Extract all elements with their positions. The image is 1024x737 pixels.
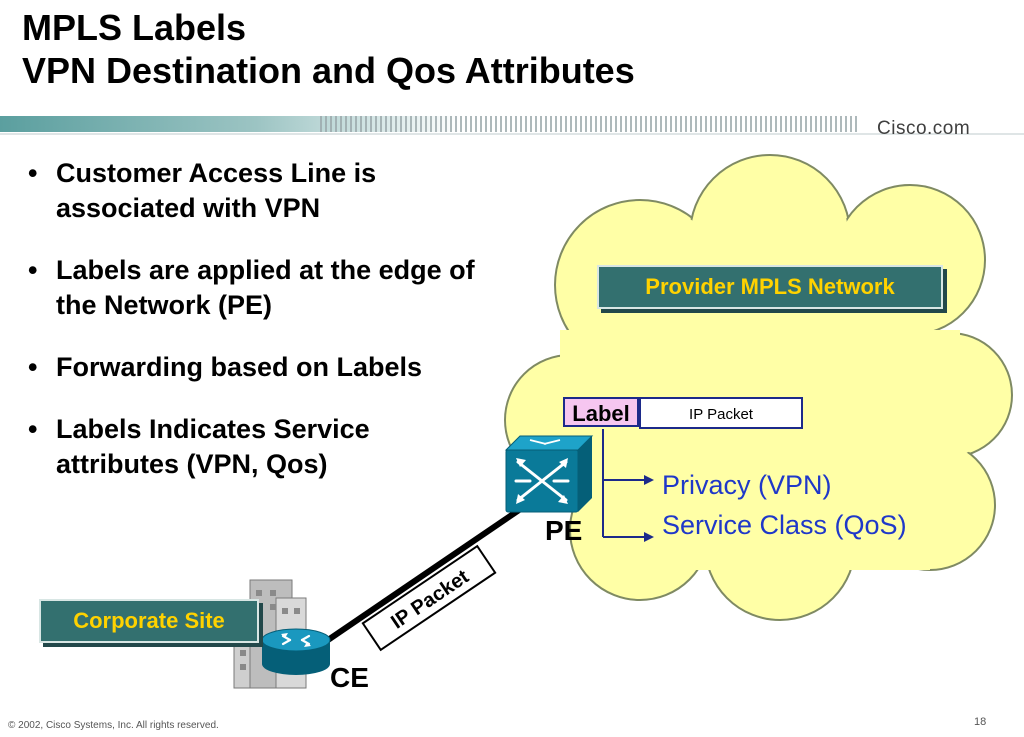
packet-label-field: Label: [563, 397, 639, 427]
title-line-1: MPLS Labels: [22, 7, 247, 48]
packet-payload: IP Packet: [639, 397, 803, 429]
bullet-item: • Labels Indicates Service attributes (VP…: [22, 412, 492, 482]
bullet-text: Forwarding based on Labels: [56, 352, 423, 382]
bullet-item: • Customer Access Line is associated with…: [22, 156, 492, 226]
switch-icon: [504, 435, 594, 513]
bullet-text: Labels Indicates Service attributes (VPN…: [56, 414, 370, 479]
bullet-text: Customer Access Line is associated with …: [56, 158, 377, 223]
pe-label: PE: [545, 515, 583, 546]
bullet-dot: •: [28, 352, 38, 382]
label-connector: [602, 429, 646, 538]
brand-bar: [0, 116, 1024, 135]
bullet-item: • Forwarding based on Labels: [22, 350, 492, 385]
cisco-logo: Cisco.com: [877, 118, 971, 139]
access-packet: IP Packet: [361, 544, 497, 652]
page-number: 18: [974, 716, 987, 728]
ce-label: CE: [330, 662, 369, 693]
bullet-dot: •: [28, 158, 38, 188]
slide-title: MPLS Labels VPN Destination and Qos Attr…: [22, 6, 635, 92]
bullet-text: Labels are applied at the edge of the Ne…: [56, 255, 475, 320]
arrow-right-icon: [644, 475, 654, 542]
footer-copyright: © 2002, Cisco Systems, Inc. All rights r…: [8, 720, 219, 731]
bullet-list: • Customer Access Line is associated with…: [22, 156, 492, 509]
bullet-item: • Labels are applied at the edge of the N…: [22, 253, 492, 323]
provider-network-label: Provider MPLS Network: [597, 265, 943, 309]
bullet-dot: •: [28, 414, 38, 444]
attribute-privacy: Privacy (VPN): [662, 470, 832, 500]
title-line-2: VPN Destination and Qos Attributes: [22, 50, 635, 91]
router-icon: [261, 628, 331, 675]
corporate-site-label: Corporate Site: [39, 599, 259, 643]
access-link: [326, 505, 524, 643]
bullet-dot: •: [28, 255, 38, 285]
attribute-service-class: Service Class (QoS): [662, 510, 907, 540]
cloud-icon: [504, 154, 1013, 621]
